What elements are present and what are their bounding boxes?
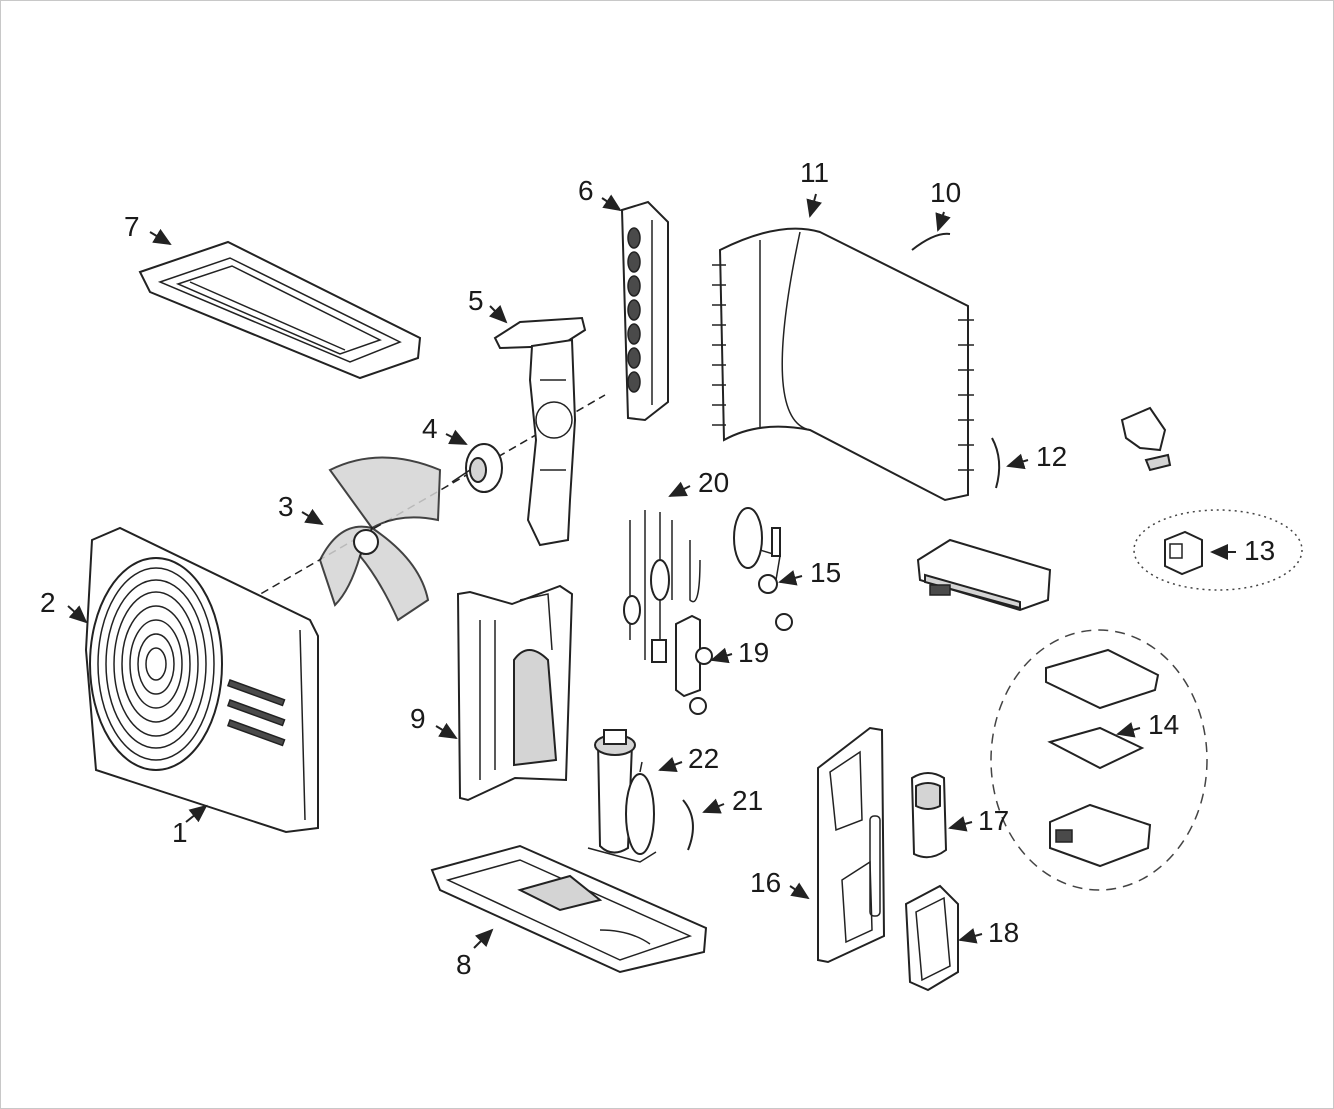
part-6-side-grille bbox=[620, 200, 669, 422]
label-15: 15 bbox=[810, 557, 841, 588]
part-9-partition-plate bbox=[456, 584, 574, 802]
label-10: 10 bbox=[930, 177, 961, 208]
label-1: 1 bbox=[172, 817, 188, 848]
label-17: 17 bbox=[978, 805, 1009, 836]
label-12: 12 bbox=[1036, 441, 1067, 472]
label-4: 4 bbox=[422, 413, 438, 444]
part-7-top-cover bbox=[138, 240, 422, 380]
label-2: 2 bbox=[40, 587, 56, 618]
part-11-condenser-coil bbox=[712, 227, 974, 502]
part-17-handle bbox=[910, 772, 948, 859]
part-2-fan-guard bbox=[89, 557, 223, 771]
label-20: 20 bbox=[698, 467, 729, 498]
label-22: 22 bbox=[688, 743, 719, 774]
part-22-compressor bbox=[587, 729, 657, 863]
label-19: 19 bbox=[738, 637, 769, 668]
label-9: 9 bbox=[410, 703, 426, 734]
part-4-fan-motor bbox=[451, 443, 503, 493]
part-labels: 1 2 3 4 5 6 7 8 9 10 11 12 13 14 15 16 1… bbox=[40, 157, 1275, 980]
part-5-motor-bracket bbox=[493, 316, 587, 547]
label-13: 13 bbox=[1244, 535, 1275, 566]
label-16: 16 bbox=[750, 867, 781, 898]
part-20-four-way-valve bbox=[623, 510, 701, 663]
label-5: 5 bbox=[468, 285, 484, 316]
part-18-valve-cover bbox=[904, 884, 959, 992]
label-11: 11 bbox=[800, 157, 829, 188]
label-8: 8 bbox=[456, 949, 472, 980]
part-10-sensor bbox=[911, 232, 951, 251]
flare-nuts bbox=[689, 613, 793, 715]
part-21-tube bbox=[682, 799, 694, 851]
label-6: 6 bbox=[578, 175, 594, 206]
part-8-base-pan bbox=[430, 844, 708, 974]
leader-arrows bbox=[67, 193, 1236, 949]
part-15-valve bbox=[733, 507, 781, 594]
label-18: 18 bbox=[988, 917, 1019, 948]
part-13-reactor bbox=[1133, 509, 1303, 591]
part-14-pcb-group bbox=[990, 629, 1208, 891]
terminal-bracket bbox=[1120, 406, 1172, 472]
label-7: 7 bbox=[124, 211, 140, 242]
label-14: 14 bbox=[1148, 709, 1179, 740]
part-16-side-panel bbox=[817, 726, 886, 964]
part-19-valve-plate bbox=[675, 614, 713, 698]
part-12-tube bbox=[991, 437, 1001, 489]
electrical-control-box bbox=[916, 538, 1052, 612]
part-3-fan-blade bbox=[318, 456, 442, 622]
label-21: 21 bbox=[732, 785, 763, 816]
label-3: 3 bbox=[278, 491, 294, 522]
